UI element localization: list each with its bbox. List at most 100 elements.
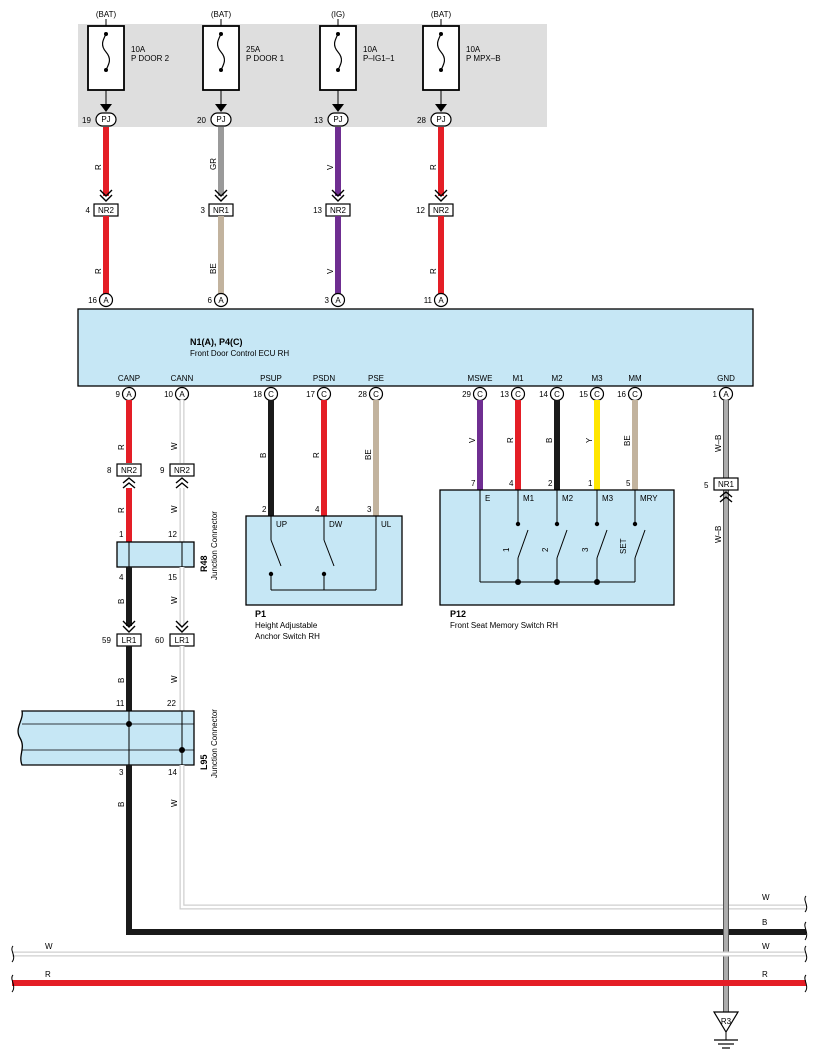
connector-arrow (434, 189, 448, 202)
ecu-signal: PSUP (260, 374, 282, 383)
wire-color-upper: R (429, 164, 438, 170)
nr-label: NR2 (433, 206, 450, 215)
ecu-signal: MM (628, 374, 642, 383)
r48-pin: 1 (119, 530, 124, 539)
ecu-pin-number: 6 (208, 296, 213, 305)
p12-label: M2 (562, 494, 574, 503)
ecu-pin-conn: C (594, 390, 600, 399)
connector-arrow (214, 189, 228, 202)
upper-wire-group: RNR24RA16BDG1GRNR13BEA6BDRVNR213VA3SIGRN… (86, 127, 454, 322)
p12-pin: 1 (588, 479, 593, 488)
wire-color-b-2: B (117, 678, 126, 683)
ecu-code: N1(A), P4(C) (190, 337, 243, 347)
p1-pin: 3 (367, 505, 372, 514)
ecu-pin-conn: A (179, 390, 185, 399)
l95-code: L95 (199, 754, 209, 770)
nr-label: NR2 (121, 466, 138, 475)
ecu-signal: M1 (512, 374, 524, 383)
ecu-pin-conn: C (515, 390, 521, 399)
ecu-pin-conn: C (268, 390, 274, 399)
ecu-signal: M2 (551, 374, 563, 383)
gnd-nr-pin: 5 (704, 481, 709, 490)
ecu-pin-number: 3 (325, 296, 330, 305)
nr-pin: 12 (416, 206, 425, 215)
fuse-name: P–IG1–1 (363, 54, 395, 63)
fuse-conn: PJ (333, 115, 342, 124)
fuse-source: (BAT) (431, 10, 452, 19)
wire-color-b-3: B (117, 802, 126, 807)
ecu-signal: M3 (591, 374, 603, 383)
p1-pin: 4 (315, 505, 320, 514)
p12-wire-color: B (545, 438, 554, 443)
ecu-pin-number: 29 (462, 390, 471, 399)
r48-pin: 15 (168, 573, 177, 582)
r48-pin: 4 (119, 573, 124, 582)
wire-color-cann: W (170, 442, 179, 450)
p1-name-line2: Anchor Switch RH (255, 632, 320, 641)
l95-pin: 14 (168, 768, 177, 777)
ecu-pin-group: CANPA9CANNA10PSUPC18PSDNC17PSEC28MSWEC29… (116, 374, 735, 402)
fuse-conn: PJ (436, 115, 445, 124)
fuse-pin: 20 (197, 116, 206, 125)
nr-pin: 4 (86, 206, 91, 215)
wire-color-cann-2: W (170, 505, 179, 513)
bus-lines: W B W R W R (11, 893, 808, 993)
ecu-pin-marker (213, 292, 229, 308)
gnd-wiring: W–B 5 NR1 W–B R3 (704, 400, 740, 1049)
lr-pin: 60 (155, 636, 164, 645)
nr-pin: 3 (201, 206, 206, 215)
ecu-signal: GND (717, 374, 735, 383)
p12-pin: 4 (509, 479, 514, 488)
fuse-name: P DOOR 2 (131, 54, 170, 63)
p12-name: Front Seat Memory Switch RH (450, 621, 558, 630)
bus-label: W (762, 893, 770, 902)
lr-pin: 59 (102, 636, 111, 645)
l95-pin: 22 (167, 699, 176, 708)
p12-switch-label: 2 (541, 547, 550, 552)
ecu-signal: PSDN (313, 374, 335, 383)
ecu-box (77, 308, 754, 387)
ecu-pin-number: 15 (579, 390, 588, 399)
p1-name-line1: Height Adjustable (255, 621, 318, 630)
p1-wire-color: B (259, 453, 268, 458)
p1-label: DW (329, 520, 343, 529)
fuse-pin: 19 (82, 116, 91, 125)
fuse-rating: 25A (246, 45, 261, 54)
bus-label: W (762, 942, 770, 951)
r48-junction-connector (116, 541, 195, 568)
connector-arrow (331, 189, 345, 202)
p12-label: E (485, 494, 490, 503)
p12-switch-label: SET (619, 538, 628, 554)
ecu-name: Front Door Control ECU RH (190, 349, 289, 358)
p12-label: M1 (523, 494, 535, 503)
bus-label: B (762, 918, 767, 927)
fuse-source: (BAT) (211, 10, 232, 19)
p12-front-seat-memory-switch: V R B Y BE 7 4 2 1 5 E M1 M2 M3 MRY (439, 400, 675, 630)
ecu-pin-conn: A (103, 296, 109, 305)
fuse-pin: 13 (314, 116, 323, 125)
fuse-conn: PJ (216, 115, 225, 124)
ecu-pin-marker (98, 292, 114, 308)
p12-wire-color: V (468, 437, 477, 443)
nr-label: NR2 (98, 206, 115, 215)
fuse-box-background (78, 24, 547, 127)
nr-label: NR1 (213, 206, 230, 215)
fuse-conn: PJ (101, 115, 110, 124)
wire-color-upper: R (94, 164, 103, 170)
p12-wire-color: R (506, 437, 515, 443)
p12-pin: 5 (626, 479, 631, 488)
p1-wire-color: BE (364, 449, 373, 460)
ecu-pin-marker (433, 292, 449, 308)
wire-color-canp: R (117, 444, 126, 450)
wire-color-lower: V (326, 268, 335, 274)
p12-code: P12 (450, 609, 466, 619)
wire-color-canp-2: R (117, 507, 126, 513)
ecu-pin-conn: A (335, 296, 341, 305)
fuse-p-door-2: (BAT) 10A P DOOR 2 19 PJ (82, 10, 170, 127)
bus-label-left: R (45, 970, 51, 979)
wire-color-upper: V (326, 164, 335, 170)
wire-color-w-3: W (170, 799, 179, 807)
ecu-pin-conn: C (632, 390, 638, 399)
ecu-pin-number: 10 (164, 390, 173, 399)
p1-height-adjustable-anchor-switch: B R BE 2 4 3 UP DW UL P1 Height Adjustab… (245, 400, 403, 641)
